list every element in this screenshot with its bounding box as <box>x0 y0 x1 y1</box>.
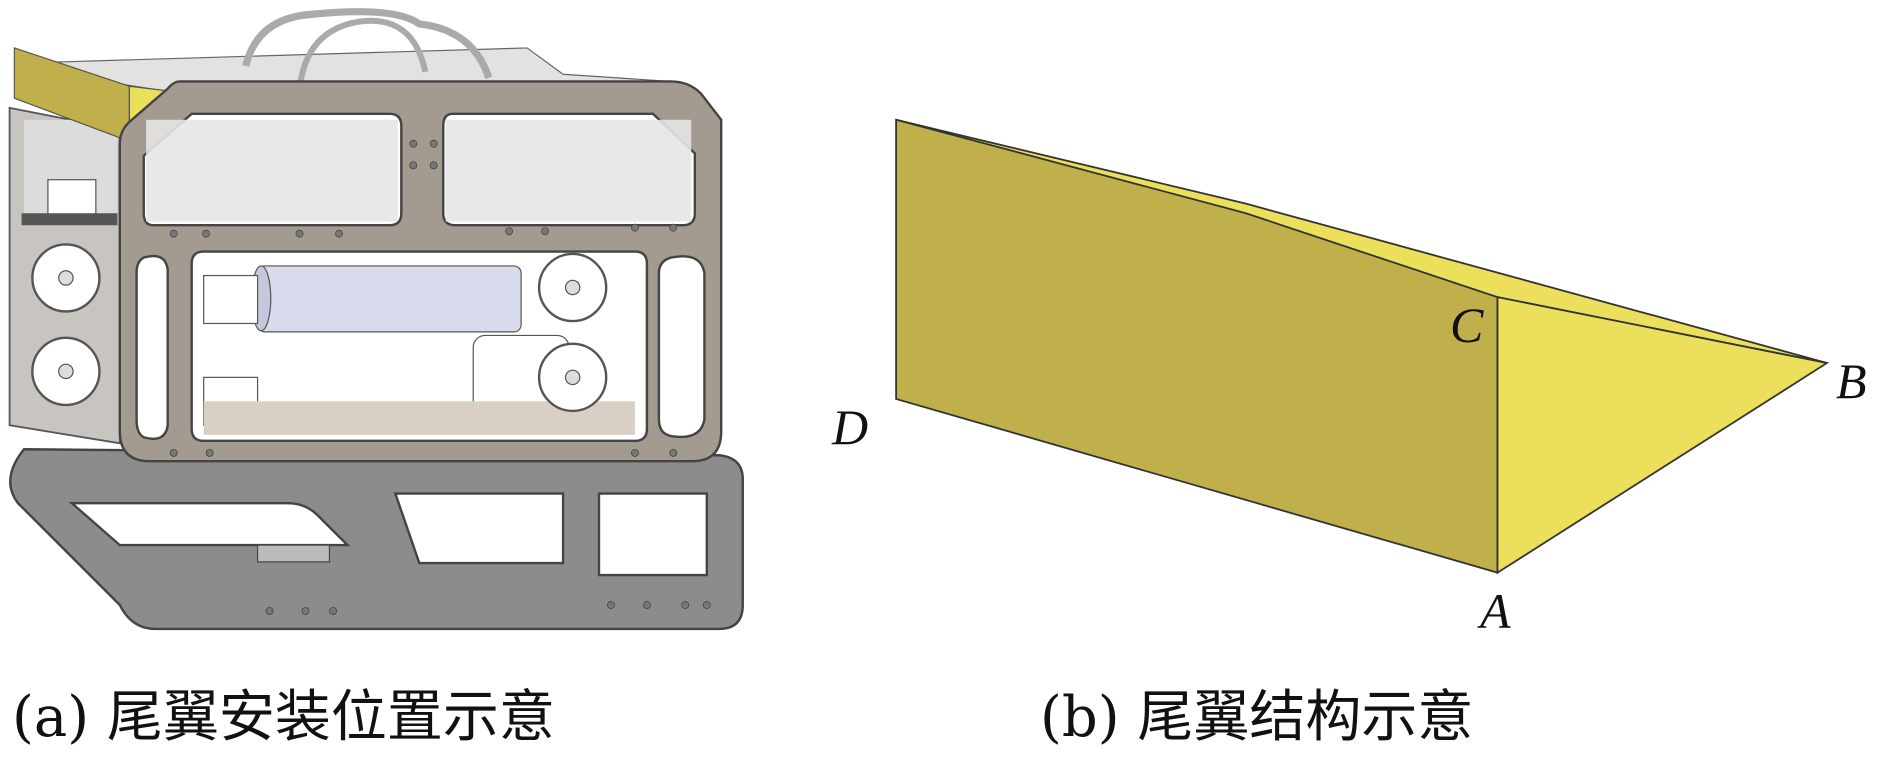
fin-end-face <box>1496 296 1830 575</box>
vertex-label-d: D <box>832 399 869 455</box>
thruster-icon <box>31 243 101 407</box>
vertex-label-c: C <box>1450 297 1484 353</box>
rov-front-frame <box>118 80 723 463</box>
fin-structure <box>895 118 1830 575</box>
rov-skid <box>9 448 744 631</box>
caption-a: (a) 尾翼安装位置示意 <box>12 685 555 750</box>
rov-model <box>8 8 744 631</box>
vertex-label-b: B <box>1836 353 1867 409</box>
handle-bar-icon <box>242 8 493 80</box>
vertex-label-a: A <box>1480 583 1511 639</box>
thruster-icon <box>537 252 608 413</box>
fin-side-face <box>895 118 1499 574</box>
caption-b: (b) 尾翼结构示意 <box>1040 685 1474 750</box>
